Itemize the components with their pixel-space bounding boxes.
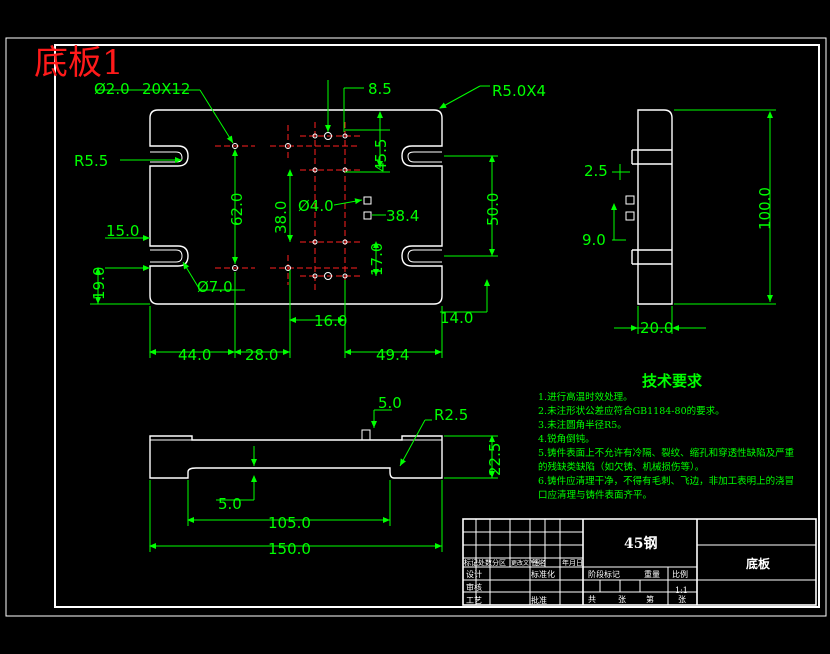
plan-holes xyxy=(232,132,372,280)
approve-label: 批准 xyxy=(531,595,547,605)
label-44: 44.0 xyxy=(178,346,211,364)
plan-centerlines xyxy=(215,122,360,290)
label-28: 28.0 xyxy=(245,346,278,364)
label-16: 16.0 xyxy=(314,312,347,330)
label-5bot: 5.0 xyxy=(218,495,242,513)
side-dimensions xyxy=(611,109,776,334)
front-dimensions xyxy=(149,409,498,552)
label-spacing-top: 8.5 xyxy=(368,80,392,98)
label-corner-radius: R5.0X4 xyxy=(492,82,546,100)
label-14: 14.0 xyxy=(440,309,473,327)
rev-label: 标记 xyxy=(464,558,478,567)
label-height-455: 45.5 xyxy=(372,139,390,172)
rev-label: 年月日 xyxy=(562,558,583,567)
plan-dimensions xyxy=(90,80,498,358)
sheet-label: 张 xyxy=(678,595,686,604)
label-width-15: 15.0 xyxy=(106,222,139,240)
label-hole-4: Ø4.0 xyxy=(298,197,334,215)
stage-label: 阶段标记 xyxy=(588,569,620,579)
inner-frame xyxy=(54,44,820,608)
title-block xyxy=(462,518,817,606)
front-labels: 5.0 R2.5 22.5 5.0 105.0 150.0 xyxy=(218,394,504,558)
label-100: 100.0 xyxy=(756,187,774,230)
plan-labels: Ø2.0 20X12 8.5 R5.0X4 R5.5 62.0 45.5 50.… xyxy=(74,80,546,364)
label-20: 20.0 xyxy=(640,319,673,337)
label-225: 22.5 xyxy=(486,443,504,476)
label-38: 38.0 xyxy=(272,201,290,234)
scale: 1:1 xyxy=(675,586,688,595)
process-label: 工艺 xyxy=(466,596,482,605)
tech-line: 4.锐角倒钝。 xyxy=(538,433,595,445)
label-slot-radius: R5.5 xyxy=(74,152,108,170)
outer-frame xyxy=(5,37,827,617)
label-17: 17.0 xyxy=(368,243,386,276)
tech-line: 2.未注形状公差应符合GB1184-80的要求。 xyxy=(538,405,725,417)
label-384: 38.4 xyxy=(386,207,419,225)
rev-label: 处数 xyxy=(478,558,492,567)
part-name: 底板 xyxy=(746,556,771,571)
label-25: 2.5 xyxy=(584,162,608,180)
sheet-label: 共 xyxy=(588,595,596,604)
ratio-label: 比例 xyxy=(672,569,688,579)
label-height-62: 62.0 xyxy=(228,193,246,226)
tech-line: 的残缺类缺陷（如欠铸、机械损伤等）。 xyxy=(538,461,704,473)
label-pocket: 20X12 xyxy=(142,80,190,98)
plan-view xyxy=(149,109,443,305)
tech-line: 1.进行高温时效处理。 xyxy=(538,391,633,403)
sheet-label: 第 xyxy=(646,594,654,604)
standard-label: 标准化 xyxy=(531,569,555,579)
designer-label: 设计 xyxy=(466,569,482,579)
tech-line: 6.铸件应清理干净，不得有毛刺、飞边，非加工表明上的浇冒 xyxy=(538,475,794,487)
label-5top: 5.0 xyxy=(378,394,402,412)
label-105: 105.0 xyxy=(268,514,311,532)
front-view xyxy=(149,429,443,479)
side-labels: 2.5 9.0 100.0 20.0 xyxy=(582,162,774,337)
side-view xyxy=(625,109,673,305)
label-9: 9.0 xyxy=(582,231,606,249)
label-19: 19.0 xyxy=(90,267,108,300)
rev-label: 签名 xyxy=(532,558,546,567)
weight-label: 重量 xyxy=(644,569,660,579)
sheet-label: 张 xyxy=(618,595,626,604)
tech-line: 口应清理与铸件表面齐平。 xyxy=(538,489,652,501)
review-label: 审核 xyxy=(466,582,482,592)
title-block-text: 45钢 底板 1:1 标记 处数 分区 更改文件号 签名 年月日 设计 标准化 … xyxy=(464,535,771,605)
sheet-title: 底板1 xyxy=(34,43,124,83)
label-r25: R2.5 xyxy=(434,406,468,424)
rev-label: 更改文件号 xyxy=(511,559,541,567)
tech-line: 5.铸件表面上不允许有冷隔、裂纹、缩孔和穿透性缺陷及严重 xyxy=(538,447,795,459)
label-hole-7: Ø7.0 xyxy=(197,278,233,296)
tech-heading: 技术要求 xyxy=(642,372,703,390)
label-hole-small: Ø2.0 xyxy=(94,80,130,98)
label-494: 49.4 xyxy=(376,346,409,364)
label-height-50: 50.0 xyxy=(484,193,502,226)
material: 45钢 xyxy=(624,535,657,552)
tech-line: 3.未注圆角半径R5。 xyxy=(538,419,627,431)
technical-requirements: 技术要求 1.进行高温时效处理。 2.未注形状公差应符合GB1184-80的要求… xyxy=(538,372,795,501)
label-150: 150.0 xyxy=(268,540,311,558)
rev-label: 分区 xyxy=(492,558,506,567)
